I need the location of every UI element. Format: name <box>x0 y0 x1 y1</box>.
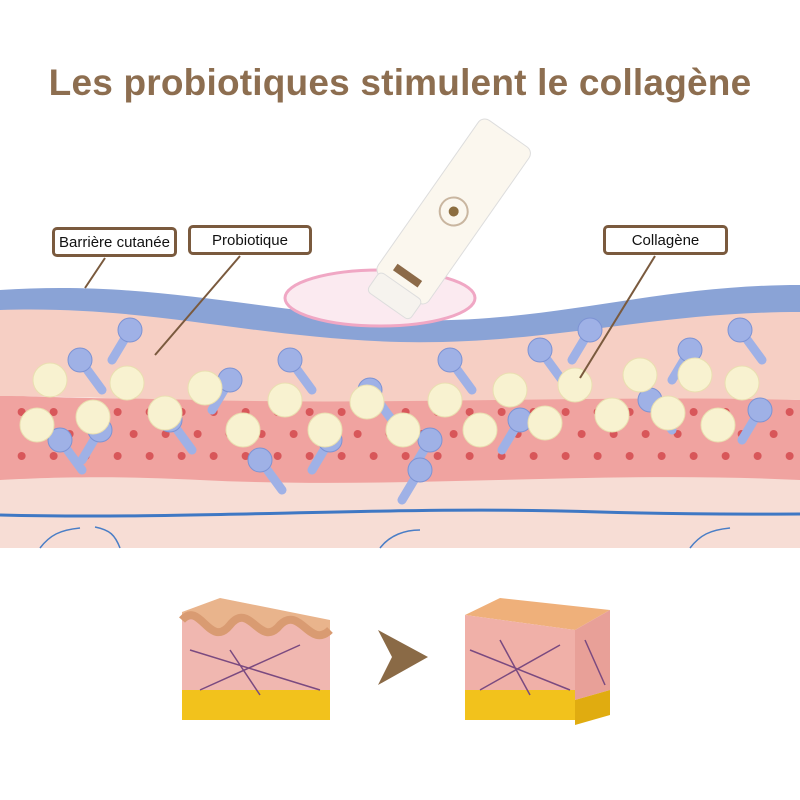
probiotic-sphere <box>32 362 68 398</box>
cell <box>289 430 298 438</box>
cell <box>193 430 202 438</box>
probiotic-sphere <box>527 405 563 441</box>
cell <box>305 408 314 416</box>
cell <box>769 430 778 438</box>
cell <box>657 452 666 460</box>
blood-vessel-line <box>0 508 800 518</box>
probiotic-sphere <box>650 395 686 431</box>
cell <box>49 408 58 416</box>
probiotic-sphere <box>109 365 145 401</box>
cream-tube <box>367 118 531 320</box>
cell <box>209 452 218 460</box>
cell <box>337 408 346 416</box>
cell <box>593 452 602 460</box>
cell <box>177 452 186 460</box>
probiotic-sphere <box>724 365 760 401</box>
arrow-icon <box>378 630 428 685</box>
probiotic-sphere <box>677 357 713 393</box>
cell <box>529 452 538 460</box>
probiotic-sphere <box>622 357 658 393</box>
probiotic-sphere <box>147 395 183 431</box>
probiotic-spheres <box>19 357 760 448</box>
cell <box>753 452 762 460</box>
collagen-molecule-head <box>577 317 603 343</box>
collagen-molecule-head <box>117 317 143 343</box>
probiotic-sphere <box>462 412 498 448</box>
probiotic-sphere <box>385 412 421 448</box>
cell <box>641 430 650 438</box>
cell <box>273 452 282 460</box>
probiotic-sphere <box>594 397 630 433</box>
collagen-molecule-head <box>247 447 273 473</box>
cell <box>449 430 458 438</box>
cell <box>113 408 122 416</box>
cell <box>465 452 474 460</box>
probiotic-sphere <box>492 372 528 408</box>
cell <box>721 452 730 460</box>
probiotic-sphere <box>307 412 343 448</box>
cell <box>577 430 586 438</box>
cell <box>49 452 58 460</box>
skin-cube-after <box>465 598 610 725</box>
cell <box>497 408 506 416</box>
probiotic-sphere <box>75 399 111 435</box>
cell <box>433 452 442 460</box>
cell <box>401 452 410 460</box>
label-barrier: Barrière cutanée <box>52 227 177 257</box>
collagen-molecule-head <box>47 427 73 453</box>
cell <box>625 452 634 460</box>
probiotic-sphere <box>700 407 736 443</box>
probiotic-sphere <box>19 407 55 443</box>
collagen-molecule-head <box>437 347 463 373</box>
cell <box>129 430 138 438</box>
cell <box>689 452 698 460</box>
collagen-molecule-head <box>407 457 433 483</box>
label-collagen: Collagène <box>603 225 728 255</box>
cell <box>369 452 378 460</box>
cell <box>689 408 698 416</box>
cell <box>241 452 250 460</box>
probiotic-sphere <box>267 382 303 418</box>
cell <box>337 452 346 460</box>
cell <box>785 408 794 416</box>
label-probiotic: Probiotique <box>188 225 312 255</box>
collagen-molecule-head <box>727 317 753 343</box>
skin-cube-before <box>179 598 333 720</box>
cell <box>113 452 122 460</box>
cell <box>17 452 26 460</box>
cell <box>561 452 570 460</box>
cell <box>353 430 362 438</box>
collagen-molecule-head <box>747 397 773 423</box>
probiotic-sphere <box>427 382 463 418</box>
probiotic-sphere <box>557 367 593 403</box>
cell <box>145 452 154 460</box>
collagen-molecule-head <box>67 347 93 373</box>
probiotic-sphere <box>187 370 223 406</box>
probiotic-sphere <box>349 384 385 420</box>
cell <box>465 408 474 416</box>
cell <box>785 452 794 460</box>
collagen-molecule-head <box>417 427 443 453</box>
collagen-molecule-head <box>527 337 553 363</box>
page-title: Les probiotiques stimulent le collagène <box>48 62 752 103</box>
cell <box>305 452 314 460</box>
probiotic-sphere <box>225 412 261 448</box>
collagen-molecule-head <box>277 347 303 373</box>
cell <box>561 408 570 416</box>
